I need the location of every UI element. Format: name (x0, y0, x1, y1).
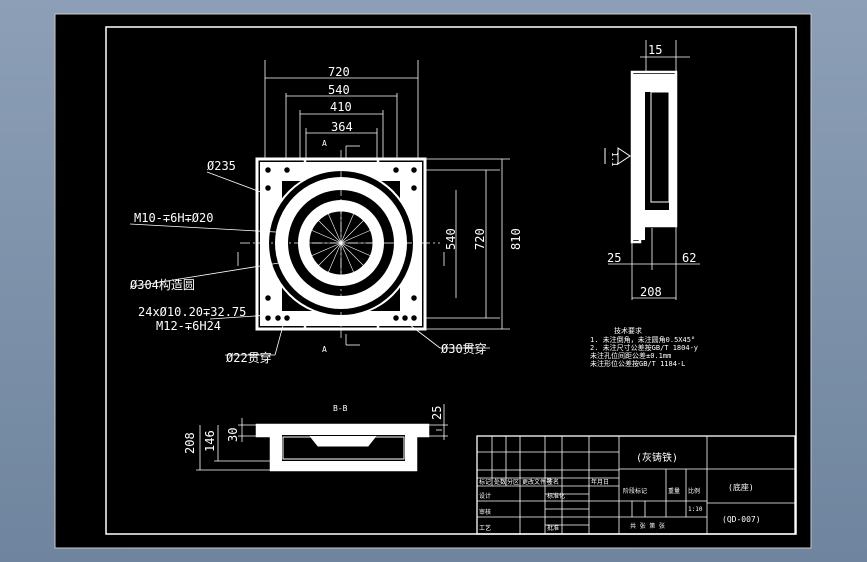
section-boss (309, 435, 377, 447)
tb-cell-weight: 重量 (668, 487, 680, 495)
notes-line-2: 2. 未注尺寸公差按GB/T 1804-y (590, 343, 698, 352)
top-view (240, 150, 440, 338)
drawing-frame (105, 26, 797, 535)
tb-cell-sign: 签名 (547, 478, 559, 486)
section-top-flange (258, 426, 427, 435)
tb-cell-stage: 阶段标记 (623, 487, 647, 495)
section-dim-146: 146 (203, 430, 217, 452)
tb-cell-change: 更改文件号 (522, 478, 552, 486)
drawing-sheet (54, 13, 812, 549)
title-block (476, 435, 796, 535)
dim-540-side: 540 (444, 228, 458, 250)
dim-720-side: 720 (473, 228, 487, 250)
tb-cell-approve: 批准 (547, 524, 559, 532)
dim-410-top: 410 (330, 100, 352, 114)
section-dim-30: 30 (226, 428, 240, 442)
tb-cell-design: 设计 (479, 492, 491, 500)
callout-holes-2: M12-∓6H24 (156, 319, 221, 333)
callout-d304: Ø304构造圆 (130, 277, 195, 292)
dim-364-top: 364 (331, 120, 353, 134)
tb-cell-sheets: 共 张 第 张 (630, 522, 665, 530)
notes-title: 技术要求 (614, 326, 642, 335)
tb-cell-qty: 处数 (494, 478, 506, 486)
side-dim-25: 25 (607, 251, 621, 265)
notes-line-1: 1. 未注倒角，未注圆角0.5X45° (590, 335, 695, 344)
section-dim-208: 208 (183, 432, 197, 454)
side-top-block (645, 74, 675, 92)
section-left-wall (272, 435, 282, 469)
section-right-wall (405, 435, 415, 469)
side-marker (617, 147, 631, 165)
tb-cell-zone: 分区 (507, 478, 519, 486)
section-marker-bottom: A (322, 345, 327, 354)
tb-cell-scale-label: 比例 (688, 487, 700, 495)
side-slot-inner (650, 91, 670, 203)
side-view (604, 40, 700, 300)
title-drawing-no: (QD-007) (722, 515, 761, 524)
side-dim-62: 62 (682, 251, 696, 265)
side-label: 1.1 (610, 152, 619, 167)
side-hatch (635, 116, 645, 186)
side-wall-fill (633, 74, 645, 240)
section-marker-top: A (322, 139, 327, 148)
dim-540-top: 540 (328, 83, 350, 97)
tb-cell-date: 年月日 (591, 478, 609, 486)
callout-d22: Ø22贯穿 (226, 350, 272, 365)
tb-cell-review: 审核 (479, 508, 491, 516)
section-dim-25: 25 (430, 406, 444, 420)
section-bottom-plate (272, 461, 415, 469)
top-view-dimensions (129, 60, 510, 356)
side-dim-15: 15 (648, 43, 662, 57)
notes-line-4: 未注形位公差按GB/T 1184-L (590, 359, 685, 368)
dim-810-side: 810 (509, 228, 523, 250)
tb-cell-scale: 1:10 (688, 506, 703, 513)
tb-cell-standard: 标准化 (547, 492, 565, 500)
section-view (196, 404, 448, 472)
section-title: B-B (333, 404, 348, 413)
callout-holes-1: 24xØ10.20∓32.75 (138, 305, 246, 319)
callout-d30: Ø30贯穿 (441, 341, 487, 356)
side-dim-208: 208 (640, 285, 662, 299)
title-material: (灰铸铁) (636, 451, 678, 464)
side-right-wall (669, 92, 675, 225)
callout-d235: Ø235 (207, 159, 236, 173)
callout-m10: M10-∓6H∓Ø20 (134, 211, 213, 225)
tb-cell-process: 工艺 (479, 524, 491, 532)
mount-holes (263, 165, 419, 323)
section-outline (255, 423, 430, 472)
tb-cell-mark: 标记 (479, 478, 491, 486)
title-part-name: (底座) (728, 482, 754, 492)
dim-720-top: 720 (328, 65, 350, 79)
notes-line-3: 未注孔位间距公差±0.1mm (590, 351, 671, 360)
side-bottom-flange (645, 210, 675, 225)
